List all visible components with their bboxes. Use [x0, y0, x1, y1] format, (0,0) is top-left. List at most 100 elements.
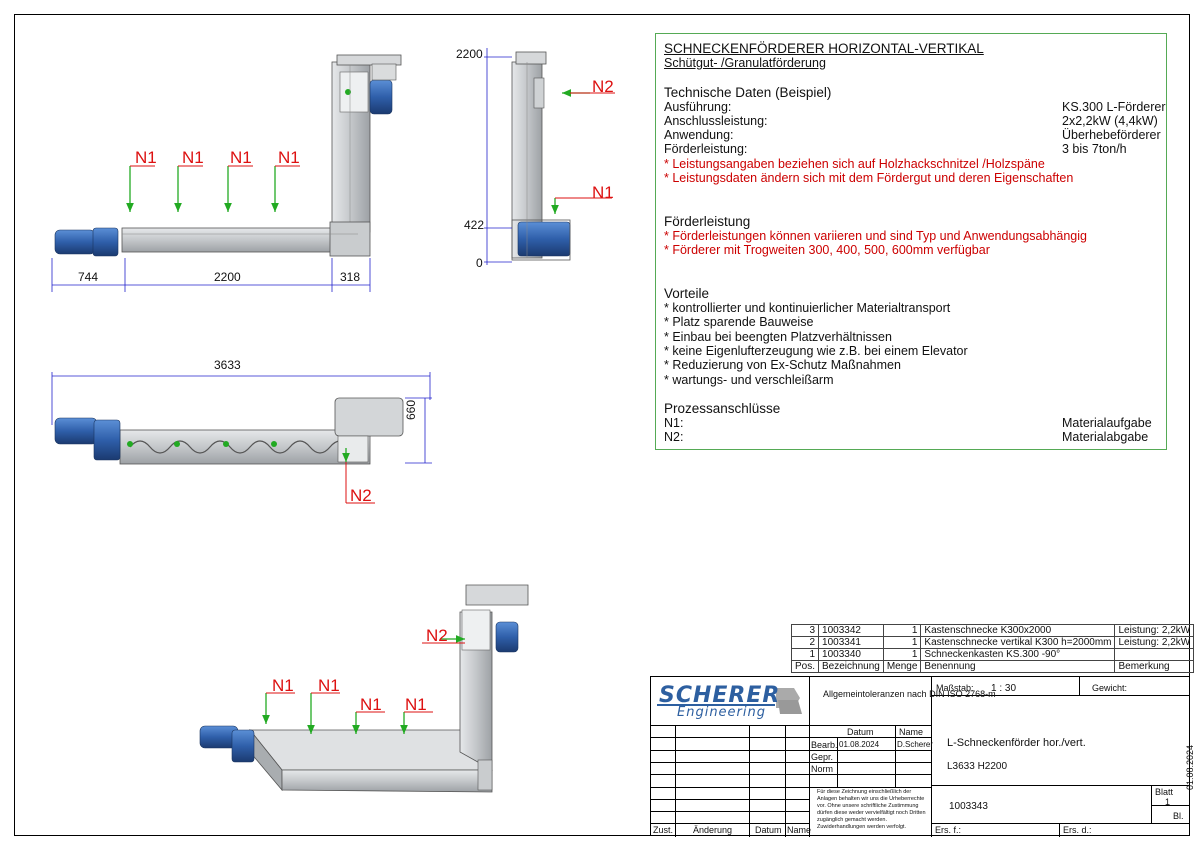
n1-label: N1	[318, 676, 340, 695]
id-cell: 1003342	[818, 624, 884, 637]
scale-value: 1 : 30	[991, 683, 1017, 694]
remark-cell: Leistung: 2,2kW	[1114, 636, 1195, 649]
blatt-value: 1	[1165, 797, 1171, 807]
n1-label: N1	[360, 695, 382, 714]
horizontal-trough	[121, 227, 359, 253]
dim-side-422: 422	[464, 218, 485, 232]
table-row: 1 1003340 1 Schneckenkasten KS.300 -90°	[790, 648, 1195, 661]
advantage-item: * keine Eigenlufterzeugung wie z.B. bei …	[664, 344, 968, 358]
header-id: Bezeichnung	[818, 660, 884, 673]
remark-cell: Leistung: 2,2kW	[1114, 624, 1195, 637]
col-datum: Datum	[847, 727, 874, 737]
logo-sub: Engineering	[677, 705, 766, 720]
table-header: Pos. Bezeichnung Menge Benennung Bemerku…	[790, 660, 1195, 673]
title-block: SCHERER Engineering Allgemeintoleranzen …	[650, 676, 1190, 837]
iso-view	[199, 584, 529, 793]
qty-cell: 1	[882, 624, 922, 637]
advantage-item: * kontrollierter und kontinuierlicher Ma…	[664, 301, 951, 315]
header-name: Benennung	[920, 660, 1116, 673]
tech-heading: Technische Daten (Beispiel)	[664, 85, 832, 100]
tech-note: * Leistungsdaten ändern sich mit dem För…	[664, 171, 1074, 185]
ers-d-label: Ers. d.:	[1063, 825, 1092, 835]
pos-cell: 2	[790, 636, 820, 649]
dim-side-2200: 2200	[456, 47, 483, 61]
remark-cell	[1114, 648, 1195, 661]
spec-panel: SCHNECKENFÖRDERER HORIZONTAL-VERTIKAL Sc…	[655, 33, 1167, 450]
side-view	[484, 48, 615, 265]
drawing-title: L-Schneckenförder hor./vert.	[947, 737, 1086, 749]
n1-label: N1	[272, 676, 294, 695]
advantage-item: * Platz sparende Bauweise	[664, 315, 814, 329]
drawing-number: 1003343	[949, 801, 988, 812]
name-cell: Kastenschnecke vertikal K300 h=2000mm	[920, 636, 1116, 649]
n2-label: N2	[426, 626, 448, 645]
advantage-item: * Reduzierung von Ex-Schutz Maßnahmen	[664, 358, 901, 372]
drawing-subtitle: L3633 H2200	[947, 761, 1008, 772]
blatt-label: Blatt	[1155, 787, 1174, 797]
spec-title: SCHNECKENFÖRDERER HORIZONTAL-VERTIKAL	[664, 41, 984, 56]
tech-value: 3 bis 7ton/h	[1062, 142, 1127, 156]
id-cell: 1003340	[818, 648, 884, 661]
connection-value: Materialabgabe	[1062, 430, 1149, 444]
tech-value: Überhebeförderer	[1062, 128, 1161, 142]
dim-2200: 2200	[214, 270, 241, 284]
dim-side-0: 0	[476, 256, 483, 270]
bearb-name: D.Scherer	[897, 740, 934, 749]
tech-value: KS.300 L-Förderer	[1062, 100, 1166, 114]
scale-label: Maßstab:	[936, 683, 974, 693]
connection-label: N1:	[664, 416, 684, 430]
advantages-heading: Vorteile	[664, 286, 710, 301]
col-name: Name	[899, 727, 924, 737]
row-bearb: Bearb.	[811, 740, 838, 750]
datum-label: Datum	[755, 825, 782, 835]
n1-label: N1	[135, 148, 157, 167]
n1-label: N1	[230, 148, 252, 167]
parts-list: 3 1003342 1 Kastenschnecke K300x2000 Lei…	[790, 624, 1195, 673]
name-cell: Schneckenkasten KS.300 -90°	[920, 648, 1116, 661]
ers-f-label: Ers. f.:	[935, 825, 962, 835]
header-pos: Pos.	[790, 660, 820, 673]
advantage-item: * wartungs- und verschleißarm	[664, 373, 834, 387]
table-row: 2 1003341 1 Kastenschnecke vertikal K300…	[790, 636, 1195, 649]
qty-cell: 1	[882, 636, 922, 649]
dim-318: 318	[340, 270, 361, 284]
qty-cell: 1	[882, 648, 922, 661]
tech-value: 2x2,2kW (4,4kW)	[1062, 114, 1158, 128]
drawing-frame	[14, 14, 1190, 836]
scherer-logo-gear-icon	[776, 688, 802, 714]
n1-label: N1	[182, 148, 204, 167]
pos-cell: 1	[790, 648, 820, 661]
table-row: 3 1003342 1 Kastenschnecke K300x2000 Lei…	[790, 624, 1195, 637]
header-remark: Bemerkung	[1114, 660, 1195, 673]
front-view	[51, 54, 402, 292]
copyright-note: Für diese Zeichnung einschließlich der A…	[817, 789, 926, 830]
connection-value: Materialaufgabe	[1062, 416, 1152, 430]
capacity-note: * Förderer mit Trogweiten 300, 400, 500,…	[664, 243, 990, 257]
dim-744: 744	[78, 270, 99, 284]
advantage-item: * Einbau bei beengten Platzverhältnissen	[664, 330, 892, 344]
bearb-date: 01.08.2024	[839, 740, 880, 749]
connection-label: N2:	[664, 430, 684, 444]
side-motor-icon	[517, 221, 571, 257]
logo-main: SCHERER	[659, 683, 781, 708]
n2-label: N2	[350, 486, 372, 505]
id-cell: 1003341	[818, 636, 884, 649]
iso-motor-icon	[495, 621, 519, 653]
bl-label: Bl.	[1173, 811, 1184, 821]
tech-label: Ausführung:	[664, 100, 732, 114]
name-cell: Kastenschnecke K300x2000	[920, 624, 1116, 637]
side-date: 01.08.2024	[1185, 744, 1195, 790]
aenderung-label: Änderung	[693, 825, 733, 835]
tech-note: * Leistungsangaben beziehen sich auf Hol…	[664, 157, 1045, 171]
dim-3633: 3633	[214, 358, 241, 372]
tolerance-text: Allgemeintoleranzen nach DIN ISO 2768-m	[823, 689, 996, 699]
top-motor-icon	[54, 417, 98, 445]
capacity-note: * Förderleistungen können variieren und …	[664, 229, 1087, 243]
row-gepr: Gepr.	[811, 752, 834, 762]
drive-motor-icon	[54, 229, 96, 255]
zust-label: Zust.	[653, 825, 674, 835]
capacity-heading: Förderleistung	[664, 214, 751, 229]
n1-label: N1	[592, 183, 614, 202]
n2-label: N2	[592, 77, 614, 96]
